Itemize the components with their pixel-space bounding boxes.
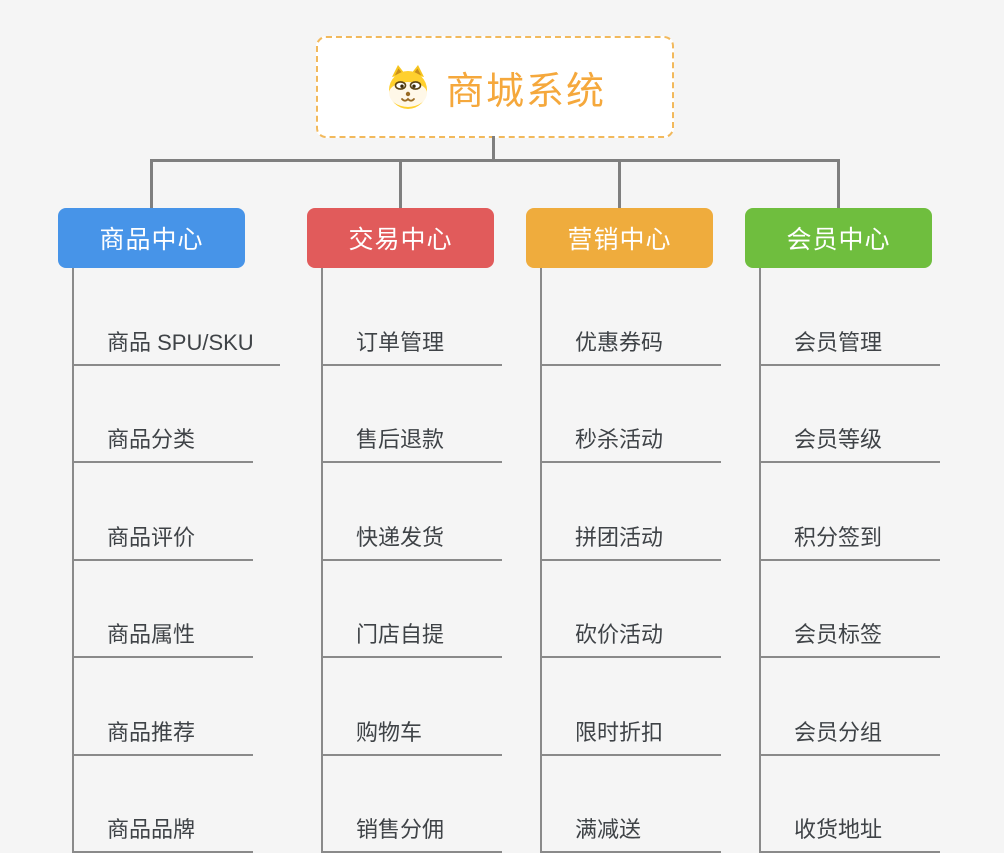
mindmap-node[interactable]: 优惠券码 <box>540 268 721 366</box>
mindmap-node[interactable]: 商品评价 <box>72 463 253 561</box>
mindmap-node[interactable]: 商品 SPU/SKU <box>72 268 280 366</box>
branch-header-member[interactable]: 会员中心 <box>745 208 932 268</box>
mindmap-node[interactable]: 商品推荐 <box>72 658 253 756</box>
connector-line <box>150 159 153 208</box>
connector-line <box>399 159 402 208</box>
mindmap-node[interactable]: 拼团活动 <box>540 463 721 561</box>
mindmap-node[interactable]: 满减送 <box>540 756 721 853</box>
mindmap-node[interactable]: 购物车 <box>321 658 502 756</box>
connector-line <box>492 136 495 161</box>
mindmap-node[interactable]: 售后退款 <box>321 366 502 464</box>
mindmap-node[interactable]: 快递发货 <box>321 463 502 561</box>
mindmap-node[interactable]: 会员管理 <box>759 268 940 366</box>
mindmap-node[interactable]: 销售分佣 <box>321 756 502 853</box>
mindmap-node[interactable]: 会员标签 <box>759 561 940 659</box>
mindmap-node[interactable]: 秒杀活动 <box>540 366 721 464</box>
root-title: 商城系统 <box>446 60 606 115</box>
mindmap-node[interactable]: 积分签到 <box>759 463 940 561</box>
dog-face-icon <box>384 63 432 111</box>
branch-member-center: 会员中心 会员管理 会员等级 积分签到 会员标签 会员分组 收货地址 <box>745 208 965 853</box>
connector-line <box>837 159 840 208</box>
connector-line <box>618 159 621 208</box>
branch-items: 优惠券码 秒杀活动 拼团活动 砍价活动 限时折扣 满减送 <box>540 268 746 853</box>
mindmap-node[interactable]: 限时折扣 <box>540 658 721 756</box>
branch-header-marketing[interactable]: 营销中心 <box>526 208 713 268</box>
mindmap-node[interactable]: 商品分类 <box>72 366 253 464</box>
root-node[interactable]: 商城系统 <box>316 36 674 138</box>
mindmap-node[interactable]: 会员分组 <box>759 658 940 756</box>
branch-items: 订单管理 售后退款 快递发货 门店自提 购物车 销售分佣 <box>321 268 527 853</box>
branch-items: 会员管理 会员等级 积分签到 会员标签 会员分组 收货地址 <box>759 268 965 853</box>
branch-items: 商品 SPU/SKU 商品分类 商品评价 商品属性 商品推荐 商品品牌 <box>72 268 278 853</box>
mindmap-node[interactable]: 砍价活动 <box>540 561 721 659</box>
branch-trade-center: 交易中心 订单管理 售后退款 快递发货 门店自提 购物车 销售分佣 <box>307 208 527 853</box>
connector-line <box>150 159 840 162</box>
branch-header-product[interactable]: 商品中心 <box>58 208 245 268</box>
mindmap-node[interactable]: 订单管理 <box>321 268 502 366</box>
branch-marketing-center: 营销中心 优惠券码 秒杀活动 拼团活动 砍价活动 限时折扣 满减送 <box>526 208 746 853</box>
branch-header-trade[interactable]: 交易中心 <box>307 208 494 268</box>
mindmap-node[interactable]: 商品品牌 <box>72 756 253 853</box>
mindmap-node[interactable]: 门店自提 <box>321 561 502 659</box>
mindmap-node[interactable]: 会员等级 <box>759 366 940 464</box>
mindmap-node[interactable]: 收货地址 <box>759 756 940 853</box>
mindmap-node[interactable]: 商品属性 <box>72 561 253 659</box>
branch-product-center: 商品中心 商品 SPU/SKU 商品分类 商品评价 商品属性 商品推荐 商品品牌 <box>58 208 278 853</box>
